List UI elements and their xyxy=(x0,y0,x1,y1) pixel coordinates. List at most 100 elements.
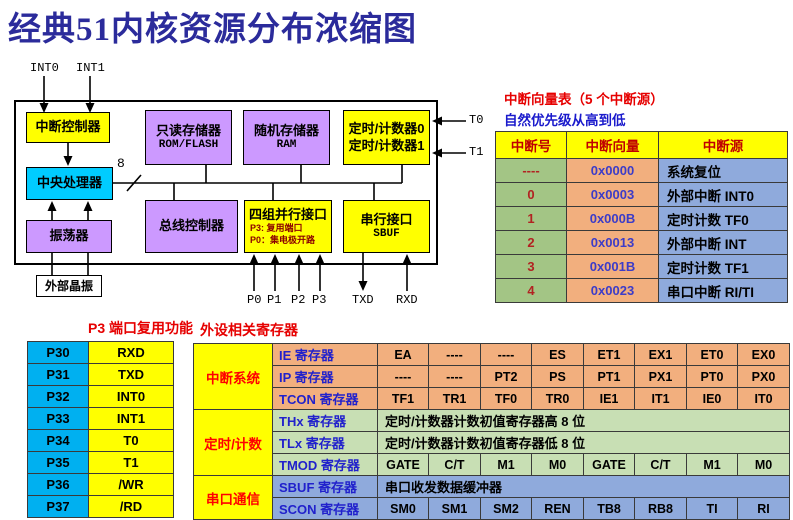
block-timers: 定时/计数器0 定时/计数器1 xyxy=(343,110,430,165)
table-row: P30 RXD xyxy=(27,341,174,364)
table-row: 中断系统 IE 寄存器 EA ---- ---- ES ET1 EX1 ET0 … xyxy=(193,343,790,410)
block-label: 总线控制器 xyxy=(158,218,224,234)
block-label: 四组并行接口 xyxy=(248,206,327,222)
pin-label-t1: T1 xyxy=(469,145,484,159)
table-row: P33 INT1 xyxy=(27,407,174,430)
ivt-vector: 0x0023 xyxy=(566,278,659,303)
reg-bit: M1 xyxy=(480,453,532,476)
p3-port-table: P30 RXD P31 TXD P32 INT0 P33 INT1 P34 T0… xyxy=(27,341,174,518)
reg-bit: RB8 xyxy=(634,497,687,520)
table-row: P37 /RD xyxy=(27,495,174,518)
reg-bit: PX1 xyxy=(634,365,687,388)
reg-bit: IT0 xyxy=(737,387,790,410)
table-row: TCON 寄存器 TF1 TR1 TF0 TR0 IE1 IT1 IE0 IT0 xyxy=(194,387,790,410)
reg-bit: M0 xyxy=(531,453,584,476)
ivt-num: ---- xyxy=(495,158,567,183)
table-row: 1 0x000B 定时计数 TF0 xyxy=(495,206,788,231)
reg-bit: PT2 xyxy=(480,365,532,388)
reg-group-serial: 串口通信 xyxy=(193,475,273,520)
reg-bit: TI xyxy=(686,497,738,520)
interrupt-vector-table: 中断号 中断向量 中断源 ---- 0x0000 系统复位 0 0x0003 外… xyxy=(495,131,788,303)
reg-bit: ---- xyxy=(377,365,429,388)
reg-bit: ---- xyxy=(428,343,481,366)
block-parallel-ports: 四组并行接口 P3: 复用端口 P0：集电极开路 xyxy=(244,200,332,253)
ivt-header-num: 中断号 xyxy=(495,131,567,159)
bus-width-label: 8 xyxy=(117,156,125,171)
reg-bit: ES xyxy=(531,343,584,366)
reg-bit: TR0 xyxy=(531,387,584,410)
reg-bit: TB8 xyxy=(583,497,635,520)
pin-label-rxd: RXD xyxy=(396,293,418,307)
table-row: ---- 0x0000 系统复位 xyxy=(495,158,788,183)
page-title: 经典51内核资源分布浓缩图 xyxy=(8,12,417,48)
reg-bit: ---- xyxy=(428,365,481,388)
reg-bit: SM1 xyxy=(428,497,481,520)
table-row: IP 寄存器 ---- ---- PT2 PS PT1 PX1 PT0 PX0 xyxy=(194,365,790,388)
reg-bit: PT1 xyxy=(583,365,635,388)
reg-description: 定时/计数器计数初值寄存器低 8 位 xyxy=(377,431,790,454)
mcu-outline xyxy=(14,100,438,265)
reg-bit: IE1 xyxy=(583,387,635,410)
block-label: 只读存储器 xyxy=(155,122,221,138)
reg-bit: ET1 xyxy=(583,343,635,366)
table-row: 定时/计数 THx 寄存器 定时/计数器计数初值寄存器高 8 位 xyxy=(193,409,790,476)
p3-pin: P32 xyxy=(27,385,89,408)
p3-pin: P35 xyxy=(27,451,89,474)
ivt-header-source: 中断源 xyxy=(658,131,788,159)
ivt-source: 系统复位 xyxy=(658,158,788,183)
ivt-source: 定时计数 TF0 xyxy=(658,206,788,231)
ivt-num: 0 xyxy=(495,182,567,207)
reg-name: IP 寄存器 xyxy=(272,365,378,388)
block-external-crystal: 外部晶振 xyxy=(36,275,102,297)
reg-name: TMOD 寄存器 xyxy=(272,453,378,476)
reg-name: SCON 寄存器 xyxy=(272,497,378,520)
block-label: 随机存储器 xyxy=(253,122,319,138)
block-note: P0：集电极开路 xyxy=(250,234,316,245)
reg-bit: ---- xyxy=(480,343,532,366)
ivt-source: 定时计数 TF1 xyxy=(658,254,788,279)
reg-bit: EX0 xyxy=(737,343,790,366)
block-oscillator: 振荡器 xyxy=(26,220,112,253)
block-label: 振荡器 xyxy=(49,228,89,244)
table-header-row: 中断号 中断向量 中断源 xyxy=(495,131,788,159)
p3-function: RXD xyxy=(88,341,174,364)
pin-label-txd: TXD xyxy=(352,293,374,307)
table-row: P35 T1 xyxy=(27,451,174,474)
ivt-vector: 0x0000 xyxy=(566,158,659,183)
p3-function: INT1 xyxy=(88,407,174,430)
reg-bit: GATE xyxy=(583,453,635,476)
block-note: P3: 复用端口 xyxy=(250,222,303,233)
ivt-vector: 0x000B xyxy=(566,206,659,231)
p3-pin: P34 xyxy=(27,429,89,452)
block-rom: 只读存储器 ROM/FLASH xyxy=(145,110,232,165)
peripheral-registers-table: 中断系统 IE 寄存器 EA ---- ---- ES ET1 EX1 ET0 … xyxy=(193,343,790,520)
p3-table-title: P3 端口复用功能 xyxy=(88,320,194,336)
block-sublabel: ROM/FLASH xyxy=(158,138,219,151)
pin-label-t0: T0 xyxy=(469,113,484,127)
reg-name: SBUF 寄存器 xyxy=(272,475,378,498)
p3-pin: P33 xyxy=(27,407,89,430)
table-row: 3 0x001B 定时计数 TF1 xyxy=(495,254,788,279)
reg-bit: EX1 xyxy=(634,343,687,366)
block-bus-controller: 总线控制器 xyxy=(145,200,238,253)
block-label: 串行接口 xyxy=(360,211,413,227)
table-row: 4 0x0023 串口中断 RI/TI xyxy=(495,278,788,303)
reg-name: TCON 寄存器 xyxy=(272,387,378,410)
registers-table-title: 外设相关寄存器 xyxy=(200,322,298,338)
p3-pin: P31 xyxy=(27,363,89,386)
table-row: P31 TXD xyxy=(27,363,174,386)
block-cpu: 中央处理器 xyxy=(26,167,113,200)
ivt-title: 中断向量表（5 个中断源） xyxy=(504,92,664,107)
pin-label-p3: P3 xyxy=(312,293,327,307)
ivt-source: 串口中断 RI/TI xyxy=(658,278,788,303)
reg-bit: IE0 xyxy=(686,387,738,410)
ivt-num: 1 xyxy=(495,206,567,231)
block-label: 中央处理器 xyxy=(36,175,102,191)
p3-function: T0 xyxy=(88,429,174,452)
reg-bit: C/T xyxy=(634,453,687,476)
ivt-vector: 0x0013 xyxy=(566,230,659,255)
ivt-num: 4 xyxy=(495,278,567,303)
reg-bit: TF0 xyxy=(480,387,532,410)
reg-bit: REN xyxy=(531,497,584,520)
